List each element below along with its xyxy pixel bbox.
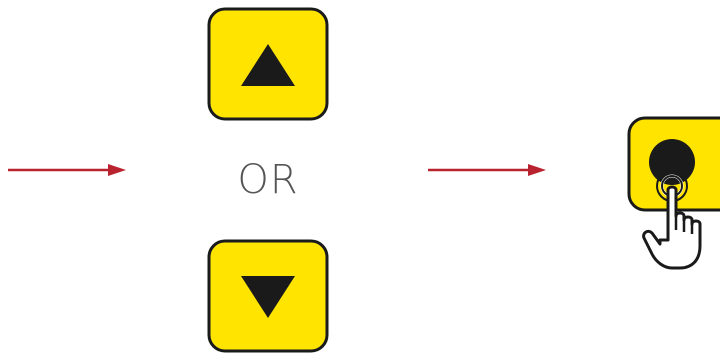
arrow-right-icon xyxy=(428,164,546,176)
filled-circle-icon xyxy=(649,139,695,185)
arrow-right-icon xyxy=(8,164,126,176)
triangle-up-icon xyxy=(241,44,295,86)
down-key-button[interactable] xyxy=(206,238,330,354)
up-key-button[interactable] xyxy=(206,6,330,122)
confirm-key-button[interactable] xyxy=(626,115,720,215)
triangle-down-icon xyxy=(241,276,295,318)
hand-pointer-icon xyxy=(642,170,702,270)
or-label: OR xyxy=(237,157,299,203)
